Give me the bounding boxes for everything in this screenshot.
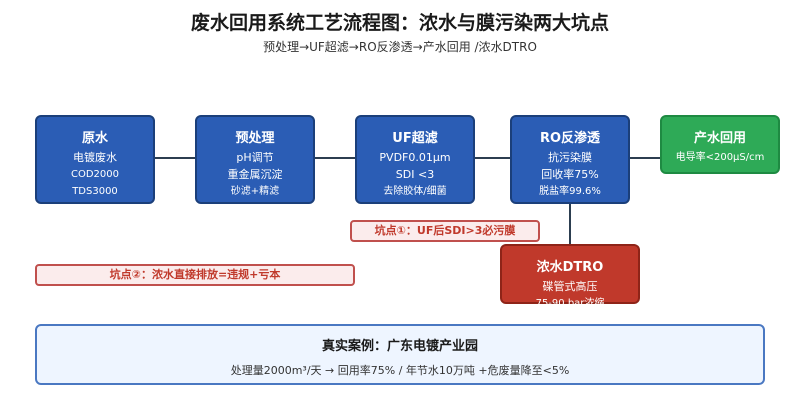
- connector-raw-pre: [155, 157, 195, 159]
- diagram-title: 废水回用系统工艺流程图：浓水与膜污染两大坑点: [190, 12, 609, 34]
- node-line: PVDF0.01μm: [379, 151, 451, 164]
- node-line: 抗污染膜: [548, 151, 592, 164]
- node-pretreatment: 预处理 pH调节 重金属沉淀 砂滤+精滤: [195, 115, 315, 204]
- node-line: COD2000: [70, 169, 119, 180]
- node-raw-water: 原水 电镀废水 COD2000 TDS3000: [35, 115, 155, 204]
- node-line: 电导率<200μS/cm: [675, 152, 765, 163]
- node-title: 浓水DTRO: [536, 260, 604, 275]
- case-study-box: 真实案例：广东电镀产业园 处理量2000m³/天 → 回用率75% / 年节水1…: [35, 324, 765, 385]
- node-title: UF超滤: [392, 131, 438, 146]
- node-line: 脱盐率99.6%: [539, 186, 601, 197]
- node-line: pH调节: [236, 151, 274, 164]
- node-title: 产水回用: [693, 131, 746, 146]
- node-line: 砂滤+精滤: [230, 186, 280, 197]
- node-dtro: 浓水DTRO 碟管式高压 75-90 bar浓缩: [500, 244, 640, 309]
- node-line: TDS3000: [72, 186, 118, 197]
- node-line: 碟管式高压: [542, 280, 598, 293]
- diagram-subtitle: 预处理→UF超滤→RO反渗透→产水回用 /浓水DTRO: [263, 40, 537, 54]
- connector-uf-ro: [475, 157, 510, 159]
- case-study-title: 真实案例：广东电镀产业园: [321, 339, 478, 354]
- connector-ro-dtro: [569, 204, 571, 244]
- node-title: RO反渗透: [539, 131, 601, 146]
- case-study-detail: 处理量2000m³/天 → 回用率75% / 年节水10万吨 +危废量降至<5%: [230, 364, 570, 377]
- pitfall-2-callout: 坑点②：浓水直接排放=违规+亏本: [35, 264, 355, 286]
- node-line: 电镀废水: [73, 151, 117, 164]
- node-line: SDI <3: [395, 168, 435, 181]
- pitfall-1-callout: 坑点①：UF后SDI>3必污膜: [350, 220, 540, 242]
- node-line: 75-90 bar浓缩: [535, 298, 605, 309]
- node-uf: UF超滤 PVDF0.01μm SDI <3 去除胶体/细菌: [355, 115, 475, 204]
- node-line: 去除胶体/细菌: [383, 186, 447, 197]
- node-title: 原水: [81, 131, 108, 146]
- node-product-water: 产水回用 电导率<200μS/cm: [660, 115, 780, 174]
- connector-pre-uf: [315, 157, 355, 159]
- node-line: 重金属沉淀: [227, 168, 283, 181]
- node-ro: RO反渗透 抗污染膜 回收率75% 脱盐率99.6%: [510, 115, 630, 204]
- node-title: 预处理: [235, 131, 275, 146]
- node-line: 回收率75%: [541, 168, 599, 181]
- connector-ro-product: [630, 157, 660, 159]
